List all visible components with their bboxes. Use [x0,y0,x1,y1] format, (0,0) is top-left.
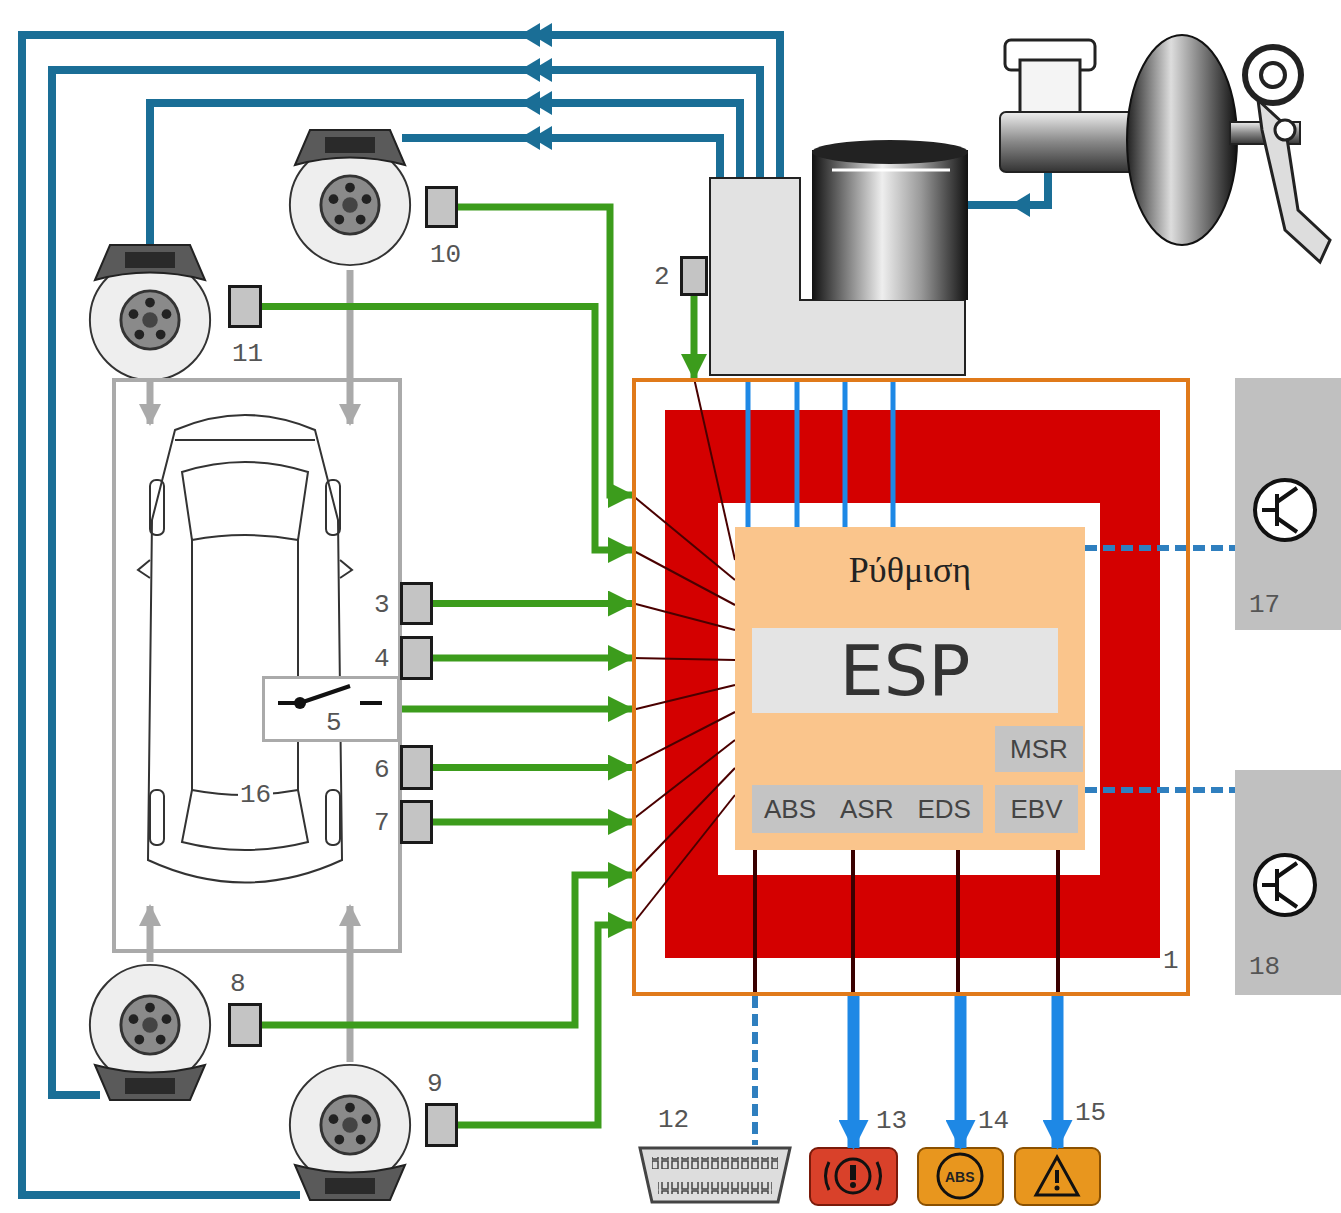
sensor-box: 7 [400,800,433,844]
function-box: ABS ASR EDS [752,785,983,833]
function-label: ABS [764,796,816,822]
warning-lamp: 13 [810,1148,897,1205]
signal-connector [955,996,967,1148]
callout-number: 13 [876,1106,907,1136]
callout-number: 1 [1163,946,1179,976]
callout-number: 17 [1249,590,1280,620]
wheel-sensor: 9 [425,1103,458,1147]
signal-connector [433,655,632,662]
callout-number: 15 [1075,1098,1106,1128]
callout-number: 8 [230,969,246,999]
signal-connector [1085,545,1235,551]
function-label: ASR [840,796,893,822]
callout-number: 2 [654,262,670,292]
signal-connector [1085,787,1235,793]
callout-number: ABS [945,1169,975,1185]
sensor-box: 6 [400,745,433,790]
function-label: ESP [840,636,971,706]
function-box: MSR [995,726,1083,772]
wheel-sensor: 8 [228,1003,262,1047]
function-label: MSR [1010,736,1068,762]
callout-number: 6 [374,755,390,785]
callout-number: 4 [374,644,390,674]
control-logic-box: ΡύθμισηESP MSR ABS ASR EDS EBV [735,527,1085,850]
signal-connector [458,925,632,1125]
function-label: EDS [918,796,971,822]
signal-connector [433,600,632,607]
callout-number: 9 [427,1069,443,1099]
sensor-box: 4 [400,636,433,680]
wheel-sensor: 10 [425,186,458,228]
signal-connector [848,996,860,1148]
actuator-box: 17 [1235,378,1341,630]
switch-box: 5 [262,676,400,742]
callout-number: 18 [1249,952,1280,982]
signal-connector [400,706,632,713]
callout-number: Ρύθμιση [735,549,1085,591]
wheel-sensor: 11 [228,285,262,328]
callout-number: 10 [430,240,461,270]
callout-number: 14 [978,1106,1009,1136]
function-label: EBV [1010,796,1062,822]
vehicle-frame: 16 5 [112,378,402,953]
actuator-box: 18 [1235,770,1341,995]
signal-connector [691,296,698,378]
callout-number: 11 [232,339,263,369]
control-unit: 1 ΡύθμισηESP MSR ABS ASR EDS EBV [632,378,1190,996]
signal-connector [458,207,632,495]
callout-number: 3 [374,590,390,620]
sensor-box: 2 [680,256,708,296]
signal-connector [433,764,632,771]
warning-lamp: 15 [1015,1148,1100,1205]
signal-connector [433,819,632,826]
signal-connector [262,307,632,551]
diagnostic-connector: 12 [640,1145,790,1203]
signal-connector [752,996,758,1145]
callout-number: 12 [658,1105,689,1135]
callout-number: 7 [374,808,390,838]
warning-lamp: 14ABS [918,1148,1003,1205]
esp-box: ESP [752,628,1058,713]
function-box: EBV [995,785,1078,833]
callout-number: 16 [238,780,273,810]
signal-connector [1052,996,1064,1148]
signal-connector [262,875,632,1025]
sensor-box: 3 [400,582,433,625]
callout-number: 5 [326,708,342,738]
